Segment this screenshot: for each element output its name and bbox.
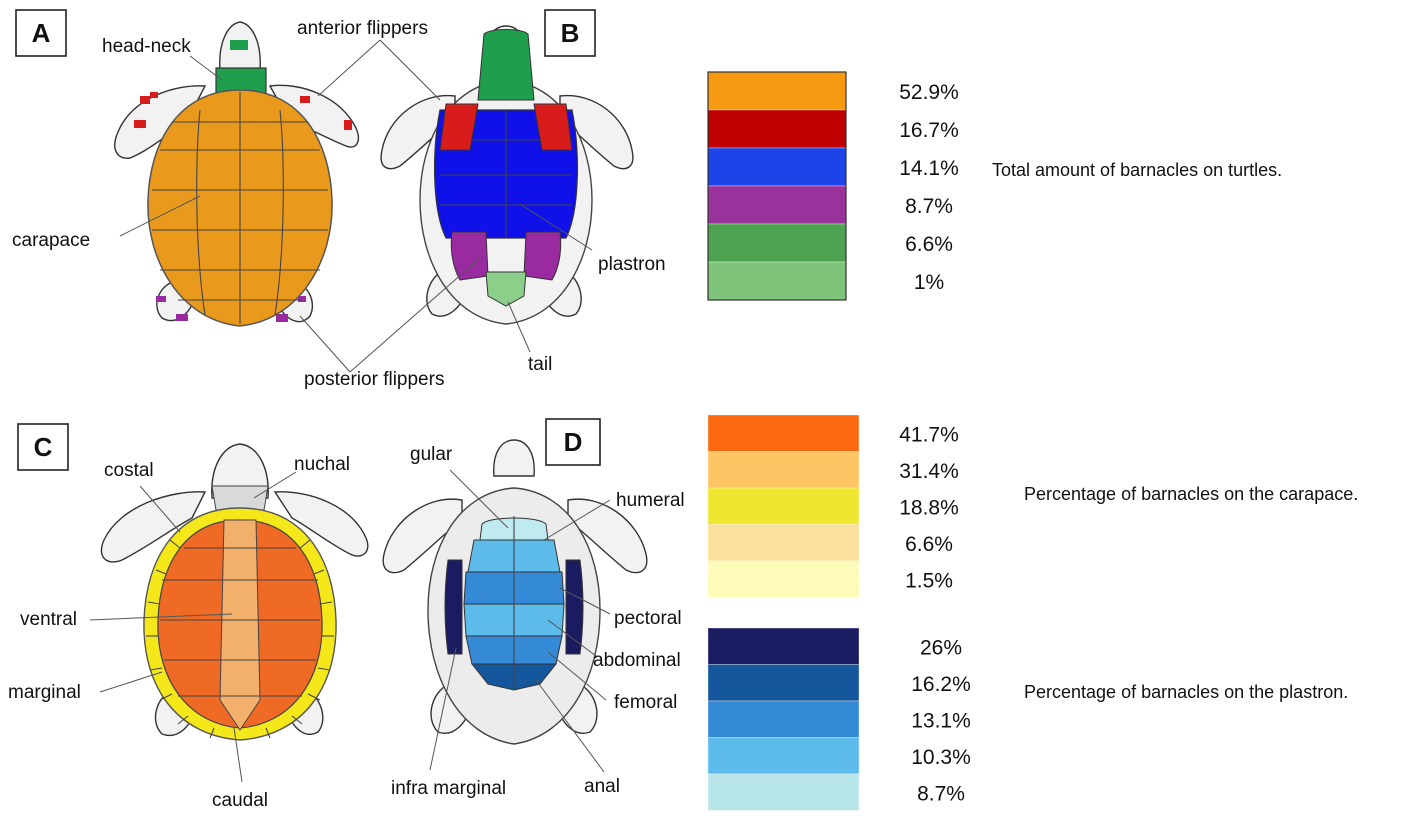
turtle-a-head-spot	[230, 40, 248, 50]
legend-value-total-1: 16.7%	[899, 119, 959, 142]
legend-swatch-total-3	[707, 185, 847, 225]
turtle-d-inframarginal-left	[444, 559, 463, 655]
legend-swatch-total-4	[707, 223, 847, 263]
panel-label-a: A	[15, 9, 67, 57]
legend-value-plastron-1: 16.2%	[911, 673, 971, 696]
turtle-d-inframarginal-right	[565, 559, 584, 655]
legend-swatch-total-1	[707, 109, 847, 149]
label-gular: gular	[410, 444, 453, 465]
legend-value-total-4: 6.6%	[905, 233, 953, 256]
turtle-a-dorsal	[114, 21, 360, 327]
legend-value-plastron-3: 10.3%	[911, 746, 971, 769]
label-humeral: humeral	[616, 490, 685, 511]
legend-value-total-5: 1%	[914, 271, 944, 294]
svg-text:C: C	[34, 432, 53, 462]
turtle-a-flipper-barnacle-spots	[134, 92, 352, 322]
svg-text:D: D	[564, 427, 583, 457]
label-pectoral: pectoral	[614, 608, 682, 629]
label-tail: tail	[528, 354, 552, 375]
turtle-a-carapace-scute-lines	[152, 92, 328, 324]
turtle-d-ventral-scutes	[382, 439, 648, 745]
turtle-b-neck-region	[477, 29, 535, 101]
legend-value-plastron-0: 26%	[920, 636, 962, 659]
legend-swatch-plastron-0	[707, 627, 860, 665]
turtle-c-marginal-ticks	[146, 539, 334, 739]
label-ventral: ventral	[20, 609, 77, 630]
legend-swatch-plastron-1	[707, 664, 860, 702]
label-anterior-flippers: anterior flippers	[297, 18, 428, 39]
turtle-c-right-front-flipper	[273, 491, 369, 557]
label-posterior-flippers: posterior flippers	[304, 369, 444, 390]
turtle-b-front-flipper-base-left	[439, 103, 479, 151]
legend-frame-total	[707, 71, 847, 301]
legend-value-carapace-0: 41.7%	[899, 423, 959, 446]
label-plastron: plastron	[598, 254, 666, 275]
legend-swatch-total-5	[707, 261, 847, 301]
turtle-b-rear-region-left	[450, 231, 489, 281]
legend-value-total-0: 52.9%	[899, 81, 959, 104]
legend-swatch-plastron-2	[707, 700, 860, 738]
turtle-b-front-flipper-base-right	[533, 103, 573, 151]
legend-value-plastron-4: 8.7%	[917, 782, 965, 805]
turtle-c-nuchal-area	[211, 485, 269, 511]
legend-swatch-carapace-4	[707, 560, 860, 598]
legend-value-carapace-2: 18.8%	[899, 496, 959, 519]
turtle-c-scute-lines	[160, 547, 320, 697]
turtle-d-left-front-flipper	[382, 498, 463, 574]
legend-total-barnacles: 52.9% 16.7% 14.1% 8.7% 6.6% 1%	[707, 71, 959, 301]
label-carapace: carapace	[12, 230, 90, 251]
svg-text:B: B	[561, 18, 580, 48]
legend-swatch-carapace-1	[707, 451, 860, 489]
legend-value-plastron-2: 13.1%	[911, 709, 971, 732]
turtle-a-right-front-flipper	[268, 84, 360, 148]
turtle-d-right-front-flipper	[567, 498, 648, 574]
label-abdominal: abdominal	[593, 650, 681, 671]
label-caudal: caudal	[212, 790, 268, 811]
turtle-b-tail-region	[485, 271, 527, 307]
turtle-b-right-front-flipper	[559, 94, 634, 170]
legend-value-total-3: 8.7%	[905, 195, 953, 218]
legend-swatch-carapace-3	[707, 524, 860, 562]
region-labels: head-neck anterior flippers carapace pla…	[8, 18, 685, 811]
legend-value-total-2: 14.1%	[899, 157, 959, 180]
caption-plastron: Percentage of barnacles on the plastron.	[1024, 682, 1348, 702]
turtle-c-left-front-flipper	[100, 491, 207, 563]
turtle-c-head	[211, 443, 269, 499]
label-infra-marginal: infra marginal	[391, 778, 506, 799]
label-anal: anal	[584, 776, 620, 797]
legend-value-carapace-3: 6.6%	[905, 533, 953, 556]
panel-label-d: D	[545, 418, 601, 466]
legend-swatch-total-2	[707, 147, 847, 187]
panel-label-c: C	[17, 423, 69, 471]
legend-swatch-carapace-0	[707, 414, 860, 452]
label-marginal: marginal	[8, 682, 81, 703]
turtle-c-dorsal-scutes	[100, 443, 369, 741]
turtle-d-head	[493, 439, 535, 477]
turtle-c-vertebral-column	[219, 519, 261, 731]
panel-label-b: B	[544, 9, 596, 57]
legend-plastron-barnacles: 26% 16.2% 13.1% 10.3% 8.7%	[707, 627, 971, 811]
caption-total: Total amount of barnacles on turtles.	[992, 160, 1282, 180]
legend-swatch-total-0	[707, 71, 847, 111]
legend-swatch-plastron-3	[707, 737, 860, 775]
label-femoral: femoral	[614, 692, 677, 713]
label-head-neck: head-neck	[102, 36, 191, 57]
leader-lines	[89, 39, 611, 783]
legend-value-carapace-1: 31.4%	[899, 460, 959, 483]
legend-swatch-plastron-4	[707, 773, 860, 811]
svg-text:A: A	[32, 18, 51, 48]
turtle-b-rear-region-right	[523, 231, 562, 281]
legend-swatch-carapace-2	[707, 487, 860, 525]
turtle-b-ventral	[380, 25, 634, 325]
label-nuchal: nuchal	[294, 454, 350, 475]
caption-carapace: Percentage of barnacles on the carapace.	[1024, 484, 1358, 504]
label-costal: costal	[104, 460, 154, 481]
legend-value-carapace-4: 1.5%	[905, 569, 953, 592]
legend-carapace-barnacles: 41.7% 31.4% 18.8% 6.6% 1.5%	[707, 414, 959, 598]
